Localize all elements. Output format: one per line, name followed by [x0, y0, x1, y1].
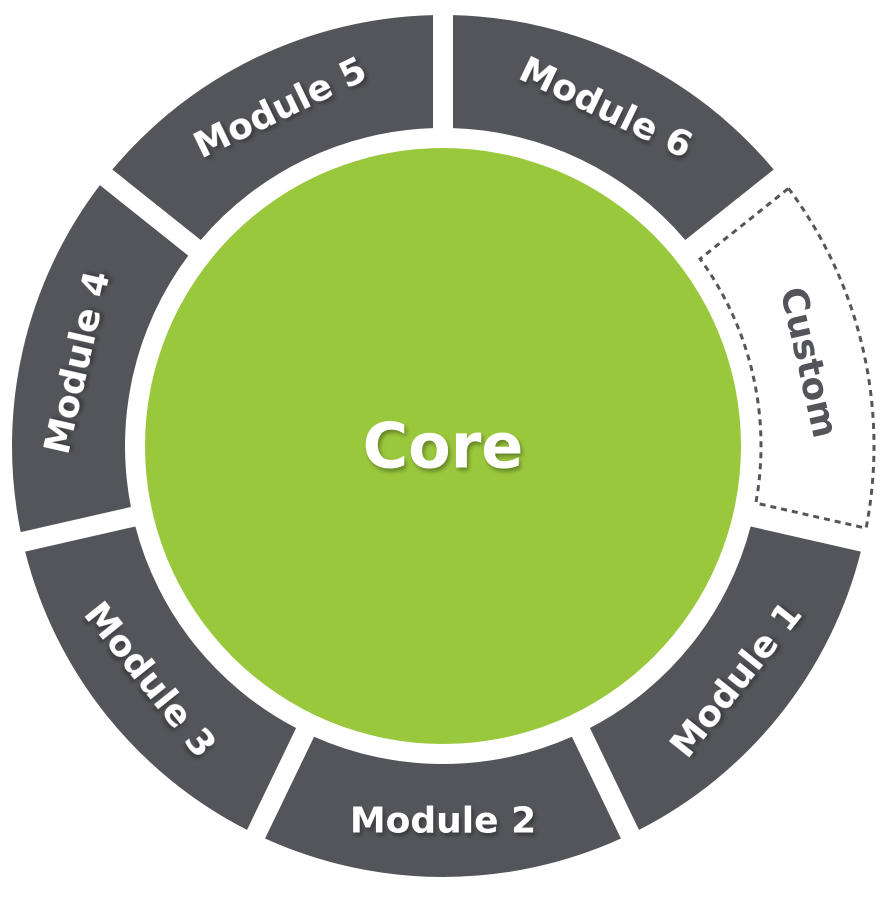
segment-module-4 [12, 185, 189, 533]
segment-module-3 [25, 526, 297, 830]
segment-custom [698, 186, 876, 531]
segment-module-2 [265, 736, 621, 877]
segment-module-5 [112, 15, 434, 241]
segment-module-6 [453, 15, 774, 241]
segment-label: Module 2 [350, 801, 536, 842]
segment-module-1 [589, 526, 861, 830]
core-label: Core [363, 410, 524, 483]
core-circle [145, 148, 741, 744]
